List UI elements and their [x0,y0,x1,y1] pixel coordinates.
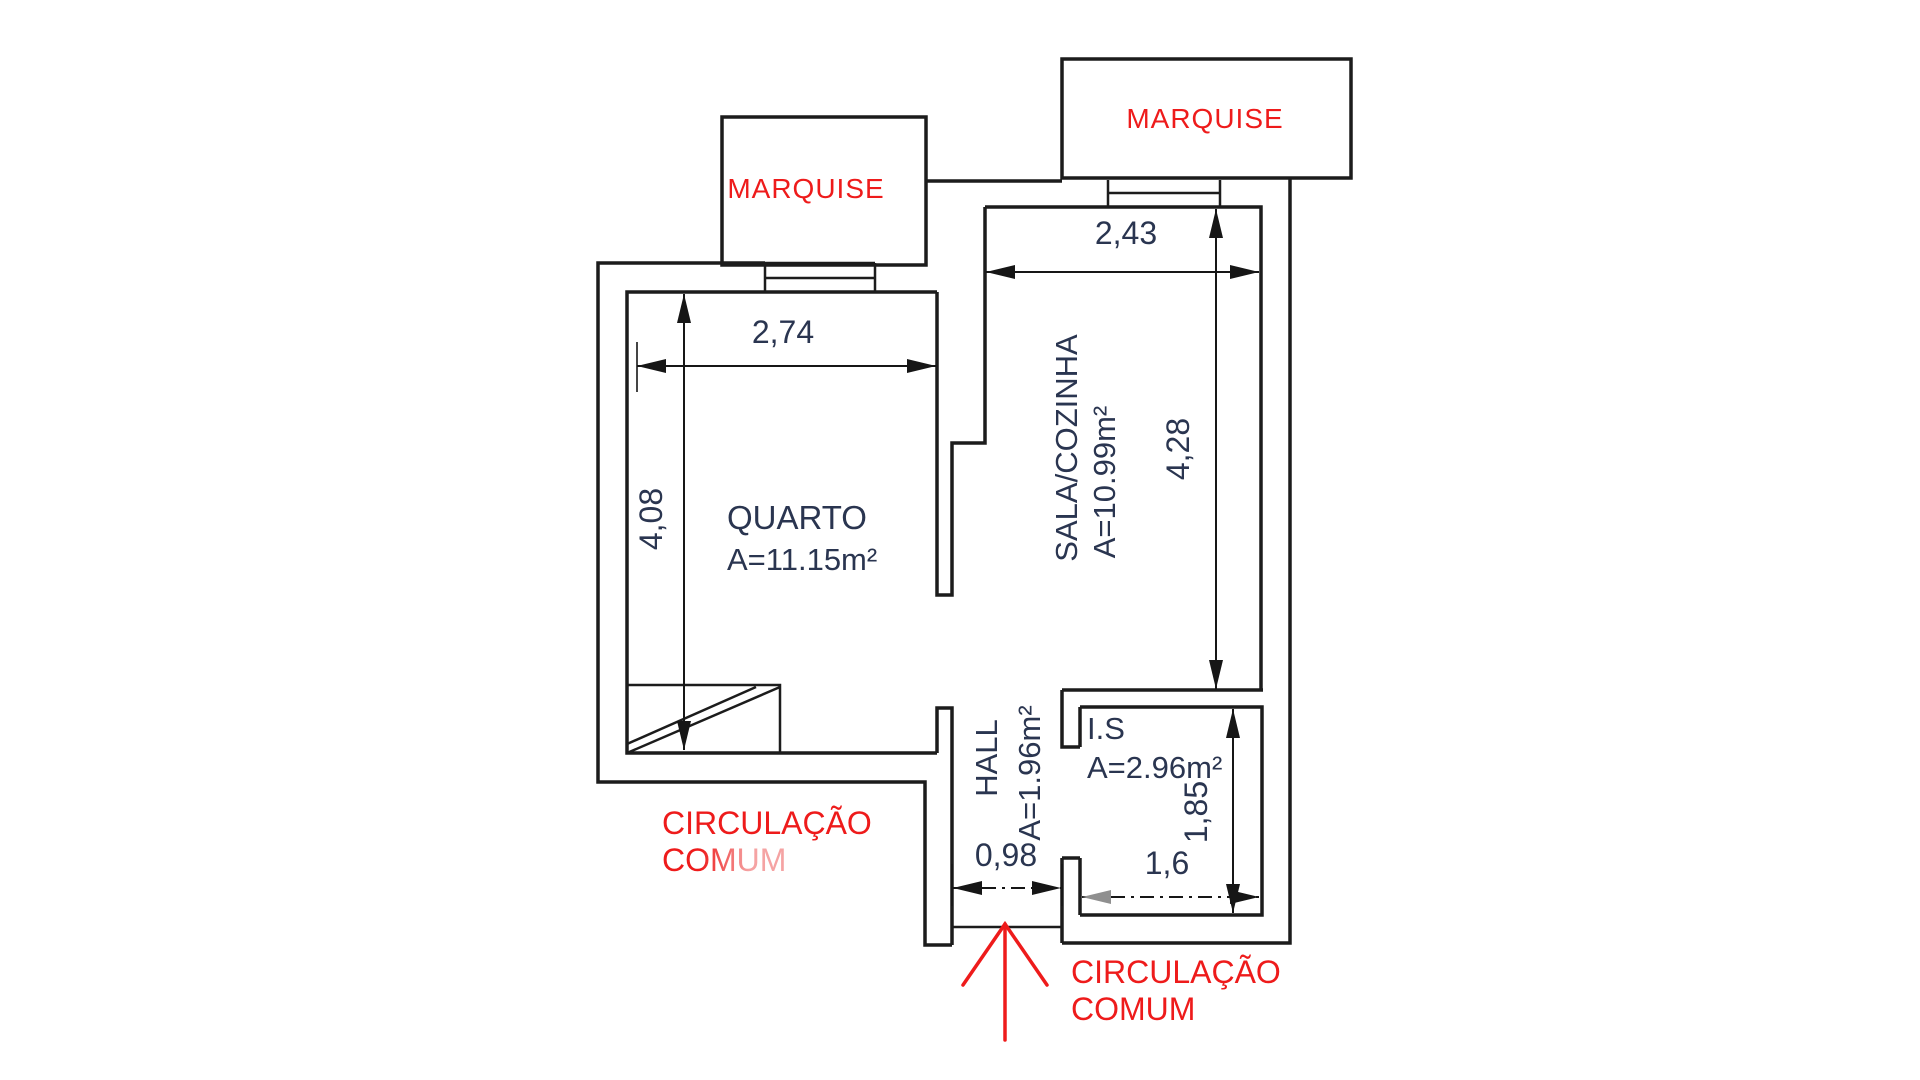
dimension-sala-depth: 4,28 [1160,209,1223,689]
dimension-label-quarto-depth: 4,08 [633,488,669,550]
arrowhead-left [953,881,982,895]
arrowhead-left [986,265,1015,279]
room-area-hall: A=1.96m² [1012,705,1047,840]
arrowhead-up [1226,709,1240,738]
circulation-right-line2: COMUM [1071,991,1195,1027]
walls [596,57,1353,947]
arrowhead-right [1230,265,1259,279]
arrowhead-left [1082,890,1111,904]
arrowhead-right [1032,881,1061,895]
dimension-label-sala-width: 2,43 [1095,215,1157,251]
arrowhead-up [1209,209,1223,238]
quarto-window [763,261,877,292]
extension-tick [951,864,1063,906]
dimension-is-width: 1,6 [1082,845,1259,904]
wall-quarto-outer [596,261,952,947]
room-label-sala-cozinha: SALA/COZINHA [1049,334,1084,562]
arrowhead-down [1226,884,1240,913]
arrowhead-up [677,294,691,323]
dimension-quarto-depth: 4,08 [633,294,691,750]
room-label-hall: HALL [969,719,1004,797]
room-area-sala-cozinha: A=10.99m² [1087,406,1122,559]
dimension-label-sala-depth: 4,28 [1160,418,1196,480]
arrowhead-left [637,359,666,373]
marquise-right-label: MARQUISE [1126,103,1283,134]
dimension-quarto-width: 2,74 [636,314,936,392]
room-label-is: I.S [1087,711,1125,746]
room-label-quarto: QUARTO [727,499,867,536]
arrowhead-down [1209,660,1223,689]
dimension-sala-width: 2,43 [986,215,1259,279]
wall-partition-stub [935,706,954,945]
dimension-entrance-width: 0,98 [951,837,1063,906]
circulation-left-line1: CIRCULAÇÃO [662,805,872,841]
room-area-is: A=2.96m² [1087,750,1222,785]
marquise-right-box [1060,57,1353,180]
dimension-label-entrance-width: 0,98 [975,837,1037,873]
room-labels: QUARTO A=11.15m² SALA/COZINHA A=10.99m² … [727,334,1222,841]
sala-window [1106,180,1222,207]
marquise-left-label: MARQUISE [727,173,884,204]
dimension-label-is-width: 1,6 [1145,845,1189,881]
circulation-left-line2: COMUM [662,842,786,878]
dimension-label-quarto-width: 2,74 [752,314,814,350]
wall-quarto-inner [625,290,937,755]
quarto-closet [626,683,782,755]
wall-outer-right [1062,178,1292,945]
dimension-is-depth: 1,85 [1178,709,1240,913]
wall-partition-quarto-sala [935,207,987,597]
marquise-left-box [720,115,928,267]
room-area-quarto: A=11.15m² [727,542,877,577]
arrowhead-right [907,359,936,373]
wall-is-door-jambs [1060,690,1082,943]
dimension-label-is-depth: 1,85 [1178,781,1214,843]
red-annotations: MARQUISE MARQUISE CIRCULAÇÃO COMUM CIRCU… [662,103,1283,1042]
wall-sala-inner [985,205,1263,690]
wall-is-inner [1080,705,1264,917]
arrowhead-down [677,721,691,750]
circulation-right-line1: CIRCULAÇÃO [1071,954,1281,990]
